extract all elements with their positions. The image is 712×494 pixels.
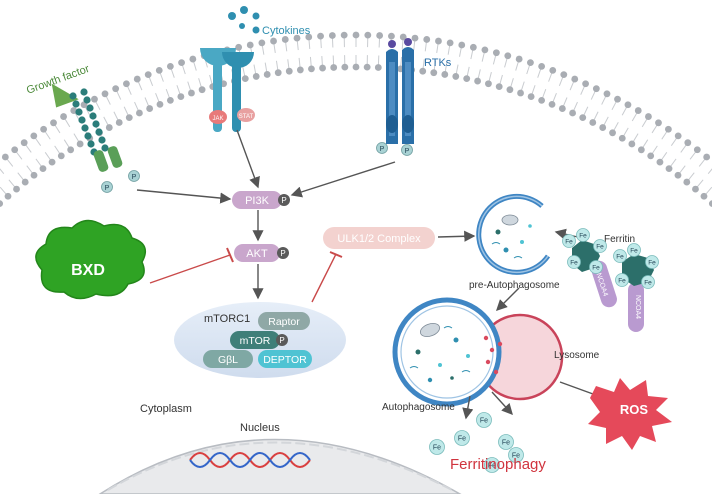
svg-text:Fe: Fe bbox=[570, 259, 578, 266]
svg-text:Fe: Fe bbox=[579, 232, 587, 239]
phospho-badge: P bbox=[376, 142, 388, 154]
cell-membrane bbox=[0, 31, 712, 208]
autophagosome-label: Autophagosome bbox=[382, 402, 455, 413]
fe-ion: Fe bbox=[498, 434, 514, 450]
arrow-release-fe-right bbox=[491, 391, 513, 416]
inhibition-bxd-to-akt bbox=[149, 247, 234, 284]
fusion-iron-dots bbox=[483, 335, 503, 375]
gbl-subunit: GβL bbox=[203, 350, 253, 368]
arrow-pre-autophagosome-to-autophagosome bbox=[496, 287, 520, 311]
ulk-complex-node: ULK1/2 Complex bbox=[323, 227, 435, 249]
stat-label: STAT bbox=[239, 114, 254, 120]
cytokines-label: Cytokines bbox=[262, 25, 311, 37]
fe-ion: Fe bbox=[615, 273, 629, 287]
akt-node: AKT P bbox=[234, 244, 289, 262]
lysosome-label: Lysosome bbox=[554, 350, 600, 361]
svg-text:DEPTOR: DEPTOR bbox=[263, 354, 307, 366]
deptor-subunit: DEPTOR bbox=[258, 350, 312, 368]
svg-text:NCOA4: NCOA4 bbox=[634, 295, 641, 319]
mtor-subunit: mTOR P bbox=[230, 331, 288, 349]
growth-factor-ligand-icon bbox=[51, 83, 79, 108]
fe-ion: Fe bbox=[613, 249, 627, 263]
fe-ion: Fe bbox=[589, 260, 603, 274]
svg-text:Fe: Fe bbox=[488, 462, 496, 469]
svg-text:P: P bbox=[281, 196, 286, 205]
pre-autophagosome bbox=[476, 193, 551, 275]
svg-text:P: P bbox=[280, 249, 285, 258]
rtk-receptor bbox=[386, 38, 414, 144]
svg-text:mTOR: mTOR bbox=[240, 335, 271, 347]
svg-text:Fe: Fe bbox=[592, 264, 600, 271]
bxd-label: BXD bbox=[71, 262, 105, 279]
fe-ion: Fe bbox=[567, 255, 581, 269]
svg-text:Fe: Fe bbox=[433, 444, 441, 451]
svg-text:Fe: Fe bbox=[565, 238, 573, 245]
svg-text:Raptor: Raptor bbox=[268, 316, 300, 328]
jak-icon bbox=[209, 110, 227, 124]
svg-text:P: P bbox=[105, 185, 110, 192]
bxd-cloud: BXD bbox=[35, 219, 147, 300]
svg-text:Fe: Fe bbox=[512, 452, 520, 459]
phospho-badge: P bbox=[401, 144, 413, 156]
phospho-badge: P bbox=[128, 170, 140, 182]
pi3k-node: PI3K P bbox=[232, 191, 290, 209]
growth-factor-receptor bbox=[51, 83, 123, 172]
svg-text:PI3K: PI3K bbox=[245, 195, 270, 207]
growth-factor-receptor-chain bbox=[69, 88, 109, 156]
fe-ion: Fe bbox=[627, 243, 641, 257]
svg-text:Fe: Fe bbox=[630, 247, 638, 254]
svg-text:P: P bbox=[132, 174, 137, 181]
arrow-growth-factor-to-pi3k bbox=[136, 189, 232, 204]
ros-label: ROS bbox=[620, 402, 649, 417]
svg-text:Fe: Fe bbox=[458, 435, 466, 442]
mtorc1-label: mTORC1 bbox=[204, 313, 250, 325]
ros-burst: ROS bbox=[588, 378, 672, 450]
svg-text:Fe: Fe bbox=[616, 253, 624, 260]
svg-text:Fe: Fe bbox=[480, 417, 488, 424]
fe-ion: Fe bbox=[562, 234, 576, 248]
raptor-subunit: Raptor bbox=[258, 312, 310, 330]
svg-text:P: P bbox=[380, 146, 385, 153]
cytokine-receptor bbox=[200, 6, 260, 132]
rtks-label: RTKs bbox=[424, 57, 452, 69]
svg-text:ULK1/2 Complex: ULK1/2 Complex bbox=[337, 233, 421, 245]
fe-ion: Fe bbox=[593, 239, 607, 253]
dna-double-helix bbox=[189, 452, 311, 468]
fe-ion: Fe bbox=[454, 430, 470, 446]
arrow-rtk-to-pi3k bbox=[290, 161, 396, 198]
autophagosome bbox=[392, 297, 503, 407]
ferritin-label: Ferritin bbox=[604, 234, 635, 245]
fe-ion: Fe bbox=[641, 275, 655, 289]
svg-text:GβL: GβL bbox=[218, 354, 238, 366]
svg-text:P: P bbox=[405, 148, 410, 155]
fe-ion: Fe bbox=[645, 255, 659, 269]
svg-text:Fe: Fe bbox=[644, 279, 652, 286]
svg-text:P: P bbox=[279, 336, 284, 345]
fe-ion: Fe bbox=[476, 412, 492, 428]
fe-ion: Fe bbox=[576, 228, 590, 242]
svg-text:Fe: Fe bbox=[502, 439, 510, 446]
arrow-release-fe-left bbox=[462, 395, 474, 420]
fe-ion: Fe bbox=[508, 447, 524, 463]
fe-ion: Fe bbox=[484, 457, 500, 473]
phospho-badge: P bbox=[101, 181, 113, 193]
arrow-cytokine-to-pi3k bbox=[236, 129, 260, 189]
svg-text:Fe: Fe bbox=[618, 277, 626, 284]
mtorc1-complex: mTORC1 Raptor mTOR P GβL DEPTOR bbox=[174, 302, 346, 378]
inhibition-mtorc1-to-ulk bbox=[311, 251, 343, 303]
stat-icon bbox=[237, 108, 255, 122]
arrow-ulk-to-pre-autophagosome bbox=[437, 230, 476, 242]
svg-text:AKT: AKT bbox=[246, 248, 268, 260]
svg-text:Fe: Fe bbox=[648, 259, 656, 266]
fe-ion: Fe bbox=[429, 439, 445, 455]
cytoplasm-label: Cytoplasm bbox=[140, 403, 192, 415]
ferritinophagy-label: Ferritinophagy bbox=[450, 456, 546, 473]
pre-autophagosome-label: pre-Autophagosome bbox=[469, 280, 560, 291]
svg-text:Fe: Fe bbox=[596, 243, 604, 250]
jak-label: JAK bbox=[212, 116, 223, 122]
nucleus-label: Nucleus bbox=[240, 422, 280, 434]
